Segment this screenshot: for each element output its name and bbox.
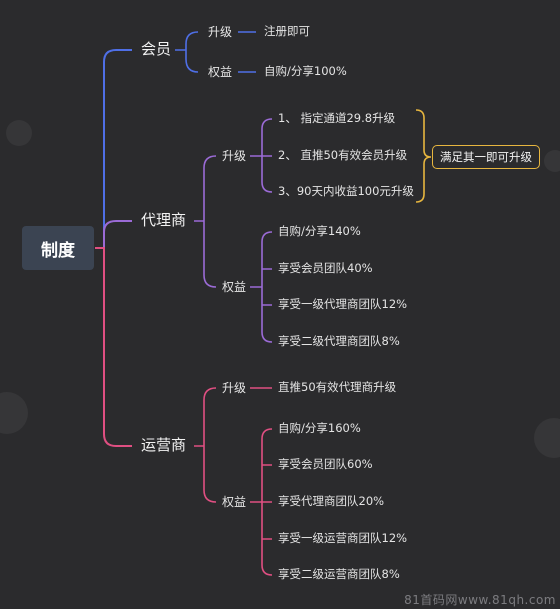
agent-upgrade-label: 升级 [222, 149, 247, 163]
operator-rights-item: 享受一级运营商团队12% [278, 531, 408, 545]
background-blob [534, 418, 560, 458]
agent-node: 代理商 [141, 211, 187, 229]
wire-root-operator [95, 247, 132, 447]
operator-upgrade-item: 直推50有效代理商升级 [278, 380, 397, 394]
member-rights-item: 自购/分享100% [264, 64, 347, 78]
operator-rights-label: 权益 [222, 495, 247, 509]
agent-upgrade-item: 3、90天内收益100元升级 [278, 184, 414, 198]
wire-operator-rights-items [250, 428, 273, 576]
member-rights-label: 权益 [208, 65, 233, 79]
condition-note: 满足其一即可升级 [432, 145, 540, 169]
operator-node: 运营商 [141, 436, 187, 454]
agent-upgrade-item: 2、 直推50有效会员升级 [278, 148, 408, 162]
agent-rights-item: 享受一级代理商团队12% [278, 297, 408, 311]
background-blob [6, 120, 32, 146]
wire-root-agent [95, 220, 132, 249]
wire-member-brace [175, 31, 199, 73]
operator-rights-item: 享受会员团队60% [278, 457, 373, 471]
agent-rights-item: 自购/分享140% [278, 224, 361, 238]
agent-rights-item: 享受会员团队40% [278, 261, 373, 275]
agent-rights-item: 享受二级代理商团队8% [278, 334, 400, 348]
root-node: 制度 [22, 226, 94, 270]
watermark: 81首码网www.81qh.com [404, 593, 556, 607]
wire-root-member [95, 49, 132, 249]
wire-agent-rights-items [250, 231, 273, 343]
wire-operator-brace [194, 387, 217, 503]
agent-upgrade-item: 1、 指定通道29.8升级 [278, 111, 396, 125]
wire-agent-brace [194, 155, 217, 288]
operator-rights-item: 享受代理商团队20% [278, 494, 385, 508]
operator-rights-item: 自购/分享160% [278, 421, 361, 435]
agent-rights-label: 权益 [222, 280, 247, 294]
operator-rights-item: 享受二级运营商团队8% [278, 567, 400, 581]
member-upgrade-label: 升级 [208, 25, 233, 39]
background-blob [544, 150, 560, 172]
member-node: 会员 [141, 40, 172, 58]
condition-brace [415, 109, 432, 203]
wire-agent-upgrade-items [250, 118, 273, 193]
operator-upgrade-label: 升级 [222, 381, 247, 395]
member-upgrade-item: 注册即可 [264, 24, 310, 38]
